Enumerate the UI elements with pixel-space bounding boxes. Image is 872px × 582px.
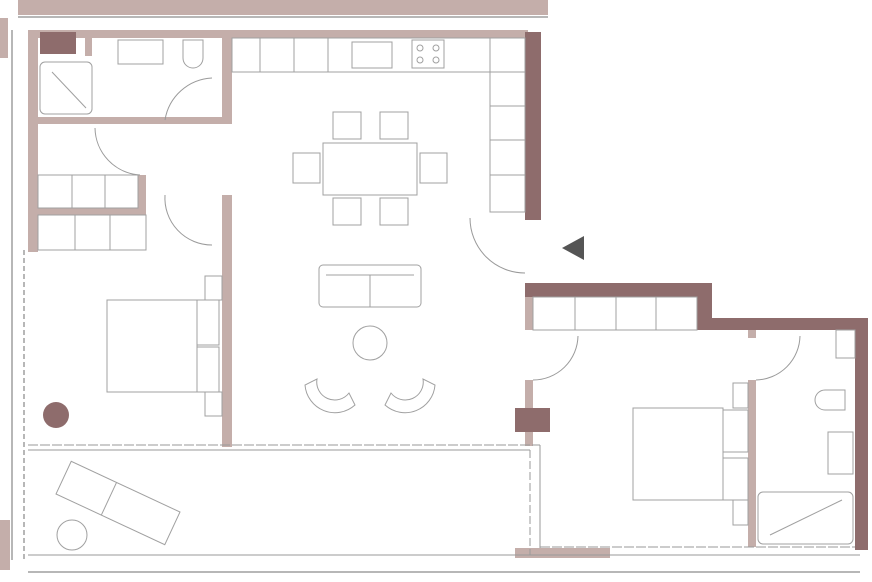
- door-bathroom2[interactable]: [755, 335, 801, 381]
- door-bedroom2[interactable]: [532, 335, 579, 381]
- corridor-wall: [525, 283, 710, 297]
- side-table: [56, 519, 88, 551]
- sink: [827, 431, 854, 475]
- kitchen-counter: [231, 37, 491, 73]
- dark-walls: [40, 32, 868, 550]
- armchair-icon: [304, 378, 356, 414]
- wardrobe: [37, 214, 147, 251]
- top-exterior-wall: [18, 0, 548, 15]
- tall-cabinets: [489, 37, 526, 213]
- door-bedroom1[interactable]: [164, 194, 213, 246]
- sink: [117, 39, 164, 65]
- bathroom-right-wall: [222, 38, 232, 124]
- coffee-table: [352, 325, 388, 361]
- door-entry[interactable]: [469, 217, 526, 274]
- outlines: [11, 16, 860, 573]
- left-exterior-post-bottom: [0, 520, 10, 570]
- bed-icon: [106, 299, 198, 393]
- left-wall: [28, 30, 38, 252]
- toilet-icon: [814, 389, 846, 411]
- toilet-icon: [182, 39, 204, 69]
- bathroom2-wall: [748, 380, 756, 547]
- walls: [0, 0, 756, 570]
- stove-icon: [411, 39, 445, 69]
- bathroom-bottom-wall: [38, 117, 230, 124]
- closet-wall: [138, 175, 146, 215]
- bedroom2-top-wall: [697, 318, 860, 330]
- door-bath1[interactable]: [164, 77, 213, 121]
- shaft: [40, 32, 76, 54]
- bedroom2-wall-top: [525, 297, 533, 330]
- closet-bottom-wall: [38, 208, 146, 215]
- bedroom1-right-wall: [222, 195, 232, 447]
- closet-shelves: [37, 174, 139, 209]
- column: [515, 408, 550, 432]
- entry-arrow-icon: [562, 236, 584, 260]
- top-interior-wall: [28, 30, 528, 38]
- door-closet[interactable]: [94, 127, 141, 176]
- wall-stub: [748, 330, 756, 338]
- armchair-icon: [384, 378, 436, 414]
- dining-table-icon: [322, 142, 418, 196]
- shower-icon: [39, 61, 93, 115]
- furniture: [37, 37, 856, 551]
- kitchen-sink: [351, 41, 393, 69]
- shelf: [835, 329, 856, 359]
- left-exterior-post: [0, 18, 8, 58]
- plant-icon: [43, 402, 69, 428]
- right-wall: [855, 318, 868, 550]
- bath-partition: [85, 38, 92, 56]
- bed-icon: [632, 407, 724, 501]
- corridor-wardrobe: [532, 296, 698, 331]
- doors: [94, 77, 801, 381]
- bottom-post: [515, 548, 610, 558]
- kitchen-right-wall: [525, 32, 541, 220]
- bathtub-icon: [757, 491, 854, 545]
- sun-lounger-icon: [55, 460, 181, 546]
